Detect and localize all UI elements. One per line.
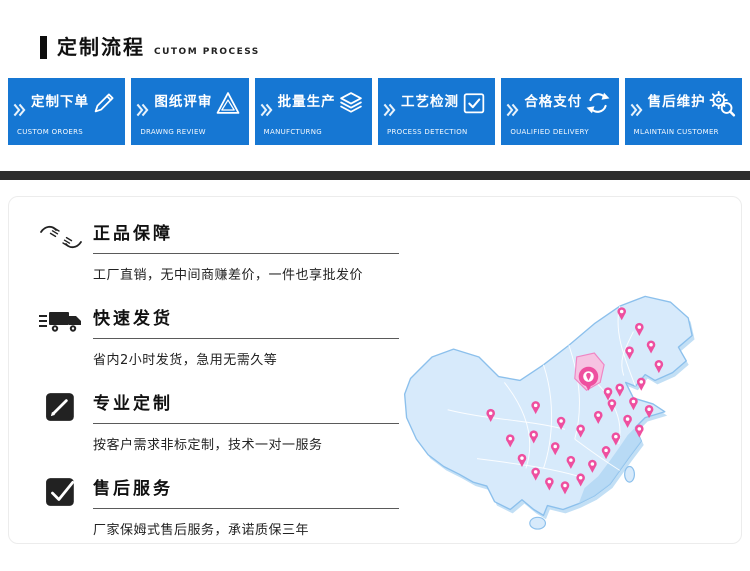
map-pin-icon	[644, 404, 654, 419]
taiwan-island	[624, 465, 636, 483]
step-title: 批量生产	[277, 94, 336, 110]
map-pin-icon	[560, 481, 570, 495]
map-pin-icon	[593, 410, 603, 424]
step-subtitle: DRAWNG REVIEW	[140, 128, 206, 136]
hands-icon	[40, 225, 82, 249]
double-chevron-icon	[383, 103, 396, 117]
step-title: 售后维护	[647, 94, 706, 110]
map-pin-icon	[576, 473, 585, 487]
step-subtitle: MLAINTAIN CUSTOMER	[633, 128, 719, 136]
map-pin-icon	[615, 383, 625, 397]
process-steps: 定制下单 CUSTOM OROERS 图纸评审 DRAWNG REVIEW 批量…	[8, 78, 742, 145]
map-pin-icon	[576, 424, 585, 438]
map-pin-icon	[603, 387, 613, 401]
map-pin-icon	[588, 459, 597, 473]
map-pin-icon	[646, 340, 656, 354]
feature-professional-custom: 专业定制 按客户需求非标定制，技术一对一服务	[39, 389, 411, 453]
divider-bar	[0, 171, 750, 180]
map-pin-icon	[635, 424, 644, 438]
step-title: 定制下单	[31, 94, 89, 110]
gear-magnifier-icon	[709, 90, 736, 117]
page-subtitle: CUTOM PROCESS	[154, 47, 260, 57]
map-pins	[486, 307, 664, 495]
title-accent-bar	[40, 36, 47, 59]
feature-after-sales-service: 售后服务 厂家保姆式售后服务，承诺质保三年	[39, 474, 411, 538]
pencil-icon	[95, 93, 114, 113]
double-chevron-icon	[136, 103, 149, 117]
coastal-shade	[578, 427, 642, 504]
map-pin-icon	[545, 477, 554, 491]
process-step-after-sales-maintain: 售后维护 MLAINTAIN CUSTOMER	[624, 78, 742, 145]
check-box-icon	[464, 93, 485, 114]
set-square-icon	[216, 92, 240, 114]
step-subtitle: CUSTOM OROERS	[17, 128, 84, 136]
feature-fast-shipping: 快速发货 省内2小时发货，急用无需久等	[39, 304, 411, 368]
map-pin-icon	[607, 399, 617, 413]
step-subtitle: OUALIFIED DELIVERY	[510, 128, 589, 136]
step-subtitle: PROCESS DETECTION	[386, 128, 468, 136]
content-card: 正品保障 工厂直销，无中间商赚差价，一件也享批发价 快速发货 省内2小时发货，急…	[8, 196, 742, 544]
pencil-square-icon	[46, 393, 74, 421]
double-chevron-icon	[630, 103, 643, 117]
map-pin-icon	[601, 446, 611, 460]
map-pin-icon	[617, 307, 627, 321]
feature-title: 快速发货	[93, 304, 399, 339]
feature-desc: 省内2小时发货，急用无需久等	[93, 353, 278, 368]
sync-arrows-icon	[586, 92, 610, 114]
map-pin-icon	[636, 377, 646, 391]
step-subtitle: MANUFCTURNG	[263, 128, 322, 136]
feature-desc: 厂家保姆式售后服务，承诺质保三年	[93, 523, 310, 538]
china-map	[389, 261, 741, 539]
page-title: 定制流程	[57, 35, 145, 59]
map-pin-icon	[625, 346, 634, 360]
map-pin-icon	[550, 442, 560, 456]
process-step-drawing-review: 图纸评审 DRAWNG REVIEW	[131, 78, 249, 145]
double-chevron-icon	[506, 103, 519, 117]
map-pin-icon	[629, 397, 638, 411]
feature-title: 正品保障	[93, 219, 399, 254]
feature-desc: 按客户需求非标定制，技术一对一服务	[93, 438, 323, 453]
main-location-pin-icon	[578, 366, 599, 391]
map-pin-icon	[486, 408, 495, 422]
map-pin-icon	[517, 453, 527, 467]
map-pin-icon	[623, 414, 632, 428]
step-title: 工艺检测	[400, 94, 459, 110]
step-title: 合格支付	[524, 94, 583, 110]
check-square-icon	[46, 478, 75, 506]
map-pin-icon	[566, 455, 576, 469]
map-pin-icon	[611, 432, 621, 446]
process-step-qualified-delivery: 合格支付 OUALIFIED DELIVERY	[501, 78, 619, 145]
feature-desc: 工厂直销，无中间商赚差价，一件也享批发价	[93, 268, 364, 283]
map-pin-icon	[529, 430, 539, 444]
layers-icon	[340, 92, 362, 113]
map-pin-icon	[556, 416, 566, 430]
map-pin-icon	[654, 360, 664, 374]
truck-icon	[39, 312, 81, 332]
hainan-island	[529, 516, 547, 530]
process-step-mass-production: 批量生产 MANUFCTURNG	[254, 78, 372, 145]
feature-genuine-guarantee: 正品保障 工厂直销，无中间商赚差价，一件也享批发价	[39, 219, 411, 283]
features-list: 正品保障 工厂直销，无中间商赚差价，一件也享批发价 快速发货 省内2小时发货，急…	[39, 219, 411, 559]
feature-title: 售后服务	[93, 474, 399, 509]
process-step-custom-orders: 定制下单 CUSTOM OROERS	[8, 78, 126, 145]
china-map-svg	[403, 295, 695, 530]
map-pin-icon	[635, 322, 644, 336]
section-header: 定制流程 CUTOM PROCESS	[40, 36, 260, 59]
double-chevron-icon	[260, 103, 273, 117]
map-pin-icon	[531, 401, 540, 415]
map-pin-icon	[505, 434, 515, 448]
step-title: 图纸评审	[154, 94, 213, 110]
feature-title: 专业定制	[93, 389, 399, 424]
process-step-process-detection: 工艺检测 PROCESS DETECTION	[377, 78, 496, 145]
map-pin-icon	[531, 467, 540, 481]
double-chevron-icon	[13, 103, 26, 117]
